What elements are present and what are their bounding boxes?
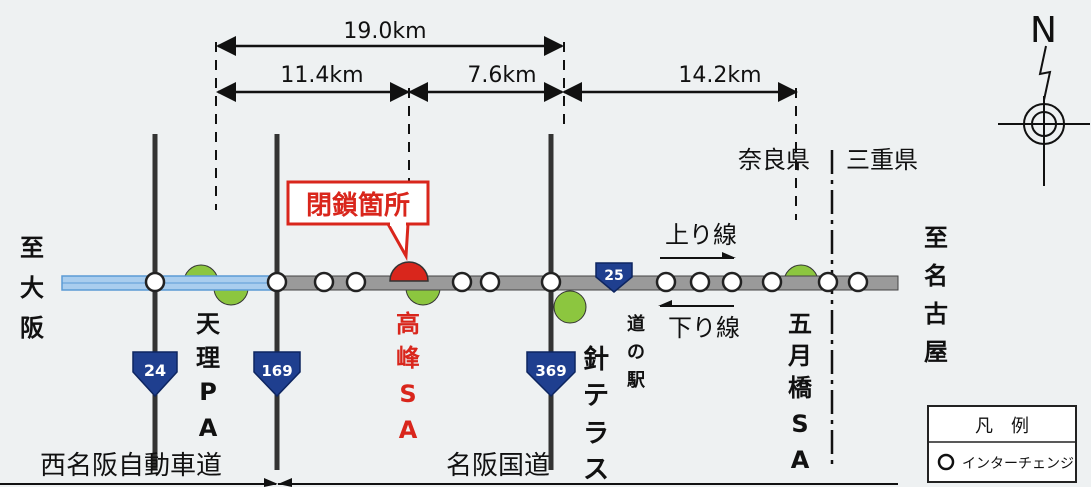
route-25-shield: 25 xyxy=(595,262,633,293)
tenri-pa-char: 理 xyxy=(196,344,220,372)
legend-interchange-symbol xyxy=(937,453,955,471)
satsukibashi-char: 橋 xyxy=(788,374,813,402)
takamine-sa-char: S xyxy=(399,380,416,408)
direction-east-char: 至 xyxy=(924,224,948,252)
north-compass: N xyxy=(998,10,1090,186)
distance-seg1: 11.4km xyxy=(280,63,363,88)
distance-markers xyxy=(215,36,798,220)
route-24-number: 24 xyxy=(144,361,166,380)
legend-title: 凡 例 xyxy=(975,416,1029,437)
lane-indicators: 上り線 下り線 xyxy=(658,221,740,342)
prefecture-nara: 奈良県 xyxy=(738,146,810,174)
route-24-shield: 24 xyxy=(132,351,178,398)
direction-east-char: 名 xyxy=(924,262,948,290)
hari-terrace-char: ラ xyxy=(583,419,609,449)
satsukibashi-char: 月 xyxy=(787,342,812,370)
road-nishi-meihan: 西名阪自動車道 xyxy=(40,451,222,481)
tenri-pa-char: A xyxy=(199,414,218,442)
satsukibashi-char: S xyxy=(791,410,808,438)
hari-terrace-char: 針 xyxy=(583,344,609,375)
lane-down-label: 下り線 xyxy=(668,314,740,342)
michi-no-eki-char: 道 xyxy=(627,313,645,335)
route-169-shield: 169 xyxy=(253,351,301,398)
label-satsukibashi-sa: 五 月 橋 S A xyxy=(787,310,813,474)
hari-terrace-char: テ xyxy=(583,381,609,411)
satsukibashi-char: A xyxy=(791,446,810,474)
label-michi-no-eki: 道 の 駅 xyxy=(626,313,646,391)
direction-west-char: 阪 xyxy=(20,314,44,342)
closure-label: 閉鎖箇所 xyxy=(306,190,410,221)
route-369-shield: 369 xyxy=(526,351,576,398)
route-25-number: 25 xyxy=(604,268,623,284)
satsukibashi-char: 五 xyxy=(788,310,812,338)
michi-no-eki-char: の xyxy=(627,342,645,363)
direction-west: 至 大 阪 xyxy=(20,234,44,342)
tenri-pa-char: P xyxy=(199,378,217,406)
direction-west-char: 至 xyxy=(20,234,44,262)
closure-callout: 閉鎖箇所 xyxy=(286,180,430,262)
route-369-number: 369 xyxy=(535,362,566,380)
interchanges xyxy=(144,271,869,293)
tenri-pa-char: 天 xyxy=(196,310,220,338)
north-label: N xyxy=(1030,10,1057,51)
label-takamine-sa: 高 峰 S A xyxy=(396,310,420,444)
closure-point xyxy=(389,261,429,282)
crossing-roads xyxy=(152,134,554,470)
distance-total: 19.0km xyxy=(343,19,426,44)
road-names: 西名阪自動車道 名阪国道 xyxy=(0,451,898,487)
label-tenri-pa: 天 理 P A xyxy=(196,310,220,442)
direction-east-char: 古 xyxy=(924,300,948,328)
michi-no-eki-char: 駅 xyxy=(626,370,646,391)
hari-terrace-char: ス xyxy=(583,455,609,485)
direction-west-char: 大 xyxy=(20,274,44,302)
route-169-number: 169 xyxy=(261,362,292,380)
map-legend: 凡 例 インターチェンジ xyxy=(927,405,1077,483)
legend-interchange-label: インターチェンジ xyxy=(962,456,1074,472)
distance-seg2: 7.6km xyxy=(467,63,536,88)
road-meihan: 名阪国道 xyxy=(446,451,550,481)
takamine-sa-char: 高 xyxy=(396,310,420,338)
prefecture-mie: 三重県 xyxy=(846,146,918,174)
direction-east: 至 名 古 屋 xyxy=(924,224,948,366)
lane-up-label: 上り線 xyxy=(665,221,737,249)
distance-seg3: 14.2km xyxy=(678,63,761,88)
label-hari-terrace: 針 テ ラ ス xyxy=(583,344,609,485)
direction-east-char: 屋 xyxy=(924,338,948,366)
takamine-sa-char: 峰 xyxy=(396,344,420,372)
takamine-sa-char: A xyxy=(399,416,418,444)
